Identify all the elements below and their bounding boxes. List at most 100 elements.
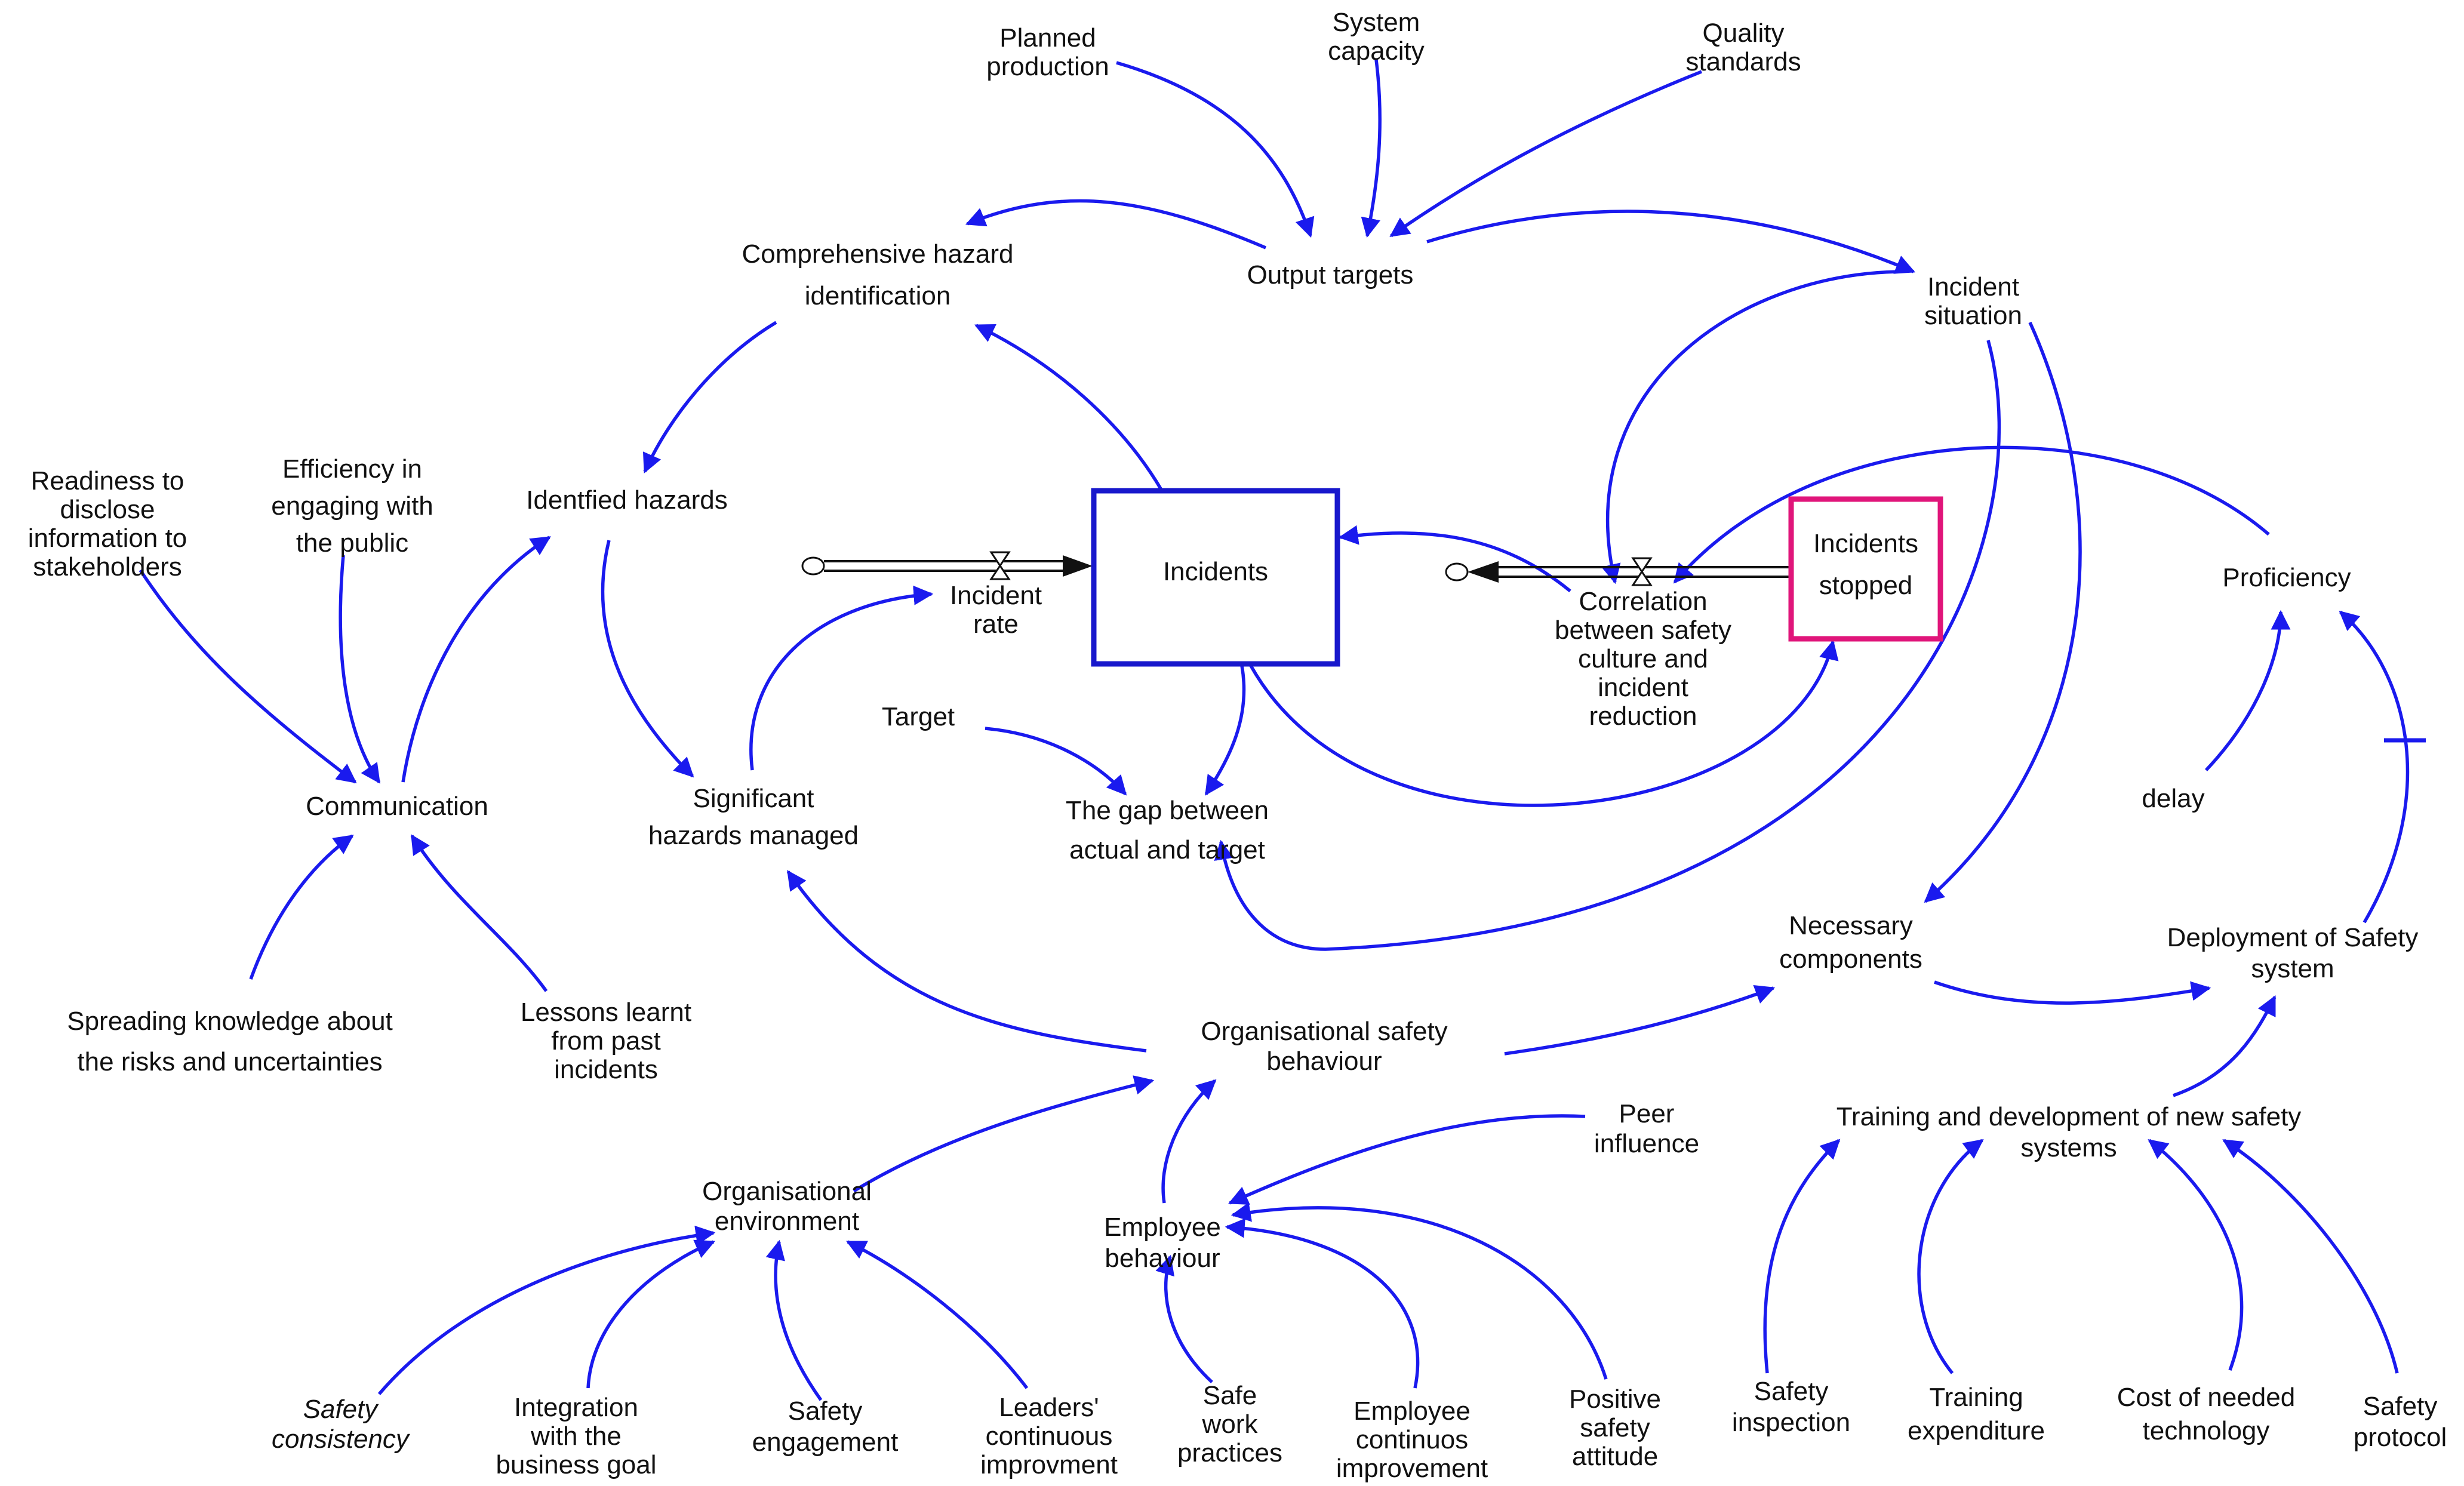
- correlation-flow: [1445, 557, 1790, 586]
- node-leaders-line: continuous: [986, 1422, 1113, 1451]
- incident-rate-flow: [801, 551, 1093, 580]
- node-safety-engagement-line: engagement: [752, 1427, 899, 1457]
- node-identified-hazards-line: Identfied hazards: [526, 485, 728, 515]
- node-proficiency: Proficiency: [2222, 563, 2351, 592]
- link-situation-to-correlation: [1601, 270, 1899, 584]
- link-spreading-to-communication: [249, 834, 354, 980]
- link-inspection-to-training: [1763, 1139, 1841, 1374]
- node-quality-standards-line: Quality: [1703, 19, 1785, 48]
- node-incident-rate-line: Incident: [950, 581, 1042, 610]
- valve-icon: [989, 551, 1011, 580]
- node-readiness-line: stakeholders: [33, 552, 182, 582]
- node-safety-engagement-line: Safety: [788, 1396, 863, 1426]
- node-incident-situation-line: Incident: [1927, 272, 2019, 301]
- link-delay-to-proficiency: [2205, 610, 2291, 771]
- link-significant-to-rate: [749, 585, 934, 771]
- variable-labels: PlannedproductionSystemcapacityQualityst…: [28, 8, 2447, 1483]
- link-output-to-situation: [1426, 210, 1916, 274]
- node-comprehensive-hazard-line: identification: [805, 281, 951, 310]
- link-comprehensive-to-identified: [642, 321, 777, 474]
- node-readiness-line: Readiness to: [31, 466, 184, 496]
- node-gap-line: The gap between: [1066, 796, 1269, 825]
- link-quality-to-output: [1389, 70, 1703, 238]
- node-target-line: Target: [882, 702, 955, 731]
- node-significant-hazards-line: hazards managed: [648, 821, 859, 850]
- node-necessary-components: Necessary components: [1779, 911, 1922, 974]
- node-positive-attitude-line: attitude: [1572, 1442, 1658, 1471]
- link-capacity-to-output: [1361, 59, 1382, 238]
- node-integration-line: with the: [530, 1422, 622, 1451]
- node-incident-situation-line: situation: [1924, 301, 2022, 330]
- node-spreading-line: the risks and uncertainties: [77, 1047, 382, 1076]
- link-orgsafety-to-necessary: [1504, 984, 1776, 1056]
- node-efficiency-line: engaging with: [271, 491, 433, 521]
- link-integration-to-orgenv: [586, 1239, 716, 1389]
- link-cost-to-training: [2148, 1139, 2244, 1371]
- node-correlation-line: culture and: [1578, 644, 1708, 673]
- node-cost-tech-line: Cost of needed: [2117, 1383, 2295, 1412]
- node-safety-protocol-line: Safety: [2363, 1392, 2438, 1421]
- causal-links: [139, 59, 2426, 1401]
- link-employee-to-orgsafety: [1161, 1079, 1217, 1204]
- node-safety-consistency-line: consistency: [272, 1425, 411, 1454]
- node-significant-hazards-line: Significant: [693, 784, 814, 813]
- node-system-capacity-line: System: [1333, 8, 1420, 37]
- link-target-to-gap: [985, 727, 1127, 796]
- stock-stopped-label-line2: stopped: [1819, 571, 1913, 600]
- node-integration-line: business goal: [496, 1450, 656, 1479]
- link-orgsafety-to-significant: [786, 870, 1147, 1053]
- node-correlation-line: Correlation: [1579, 587, 1707, 616]
- node-cost-tech: Cost of needed technology: [2117, 1383, 2295, 1445]
- link-incidents-to-stopped: [1249, 639, 1839, 807]
- node-necessary-components-line: components: [1779, 944, 1922, 974]
- node-readiness-line: information to: [28, 524, 187, 553]
- node-lessons-line: incidents: [554, 1055, 658, 1084]
- node-peer-line: Peer: [1619, 1099, 1675, 1128]
- node-training-exp: Training expenditure: [1908, 1383, 2045, 1445]
- node-safe-work-line: work: [1202, 1410, 1259, 1439]
- link-safework-to-employee: [1155, 1254, 1213, 1384]
- node-necessary-components-line: Necessary: [1789, 911, 1913, 940]
- link-leaders-to-orgenv: [846, 1240, 1029, 1389]
- node-delay: delay: [2142, 784, 2204, 813]
- node-employee-cont-line: continuos: [1356, 1425, 1468, 1454]
- source-cloud-icon: [801, 556, 825, 576]
- node-correlation-line: between safety: [1555, 616, 1731, 645]
- link-proficiency-to-correlation: [1673, 445, 2270, 584]
- link-incidents-to-gap: [1204, 665, 1246, 796]
- node-proficiency-line: Proficiency: [2222, 563, 2351, 592]
- link-correlation-to-incidents: [1338, 525, 1571, 593]
- node-identified-hazards: Identfied hazards: [526, 485, 728, 515]
- node-significant-hazards: Significant hazards managed: [648, 784, 859, 850]
- link-orgenv-to-orgsafety: [853, 1075, 1155, 1193]
- node-employee-beh-line: Employee: [1104, 1213, 1221, 1242]
- node-org-env-line: Organisational: [702, 1177, 872, 1206]
- stock-incidents: Incidents: [1091, 488, 1340, 667]
- link-output-to-comprehensive: [965, 199, 1267, 250]
- node-training-exp-line: expenditure: [1908, 1416, 2045, 1445]
- valve-icon: [1631, 557, 1653, 586]
- node-safety-consistency-line: Safety: [303, 1395, 380, 1424]
- node-correlation-line: reduction: [1589, 702, 1697, 731]
- stock-incidents-label: Incidents: [1163, 557, 1268, 586]
- node-training-exp-line: Training: [1929, 1383, 2023, 1412]
- node-integration-line: Integration: [514, 1393, 638, 1422]
- node-cost-tech-line: technology: [2143, 1416, 2270, 1445]
- link-efficiency-to-communication: [339, 555, 381, 784]
- node-system-capacity-line: capacity: [1328, 36, 1424, 66]
- node-org-safety-line: behaviour: [1266, 1047, 1382, 1076]
